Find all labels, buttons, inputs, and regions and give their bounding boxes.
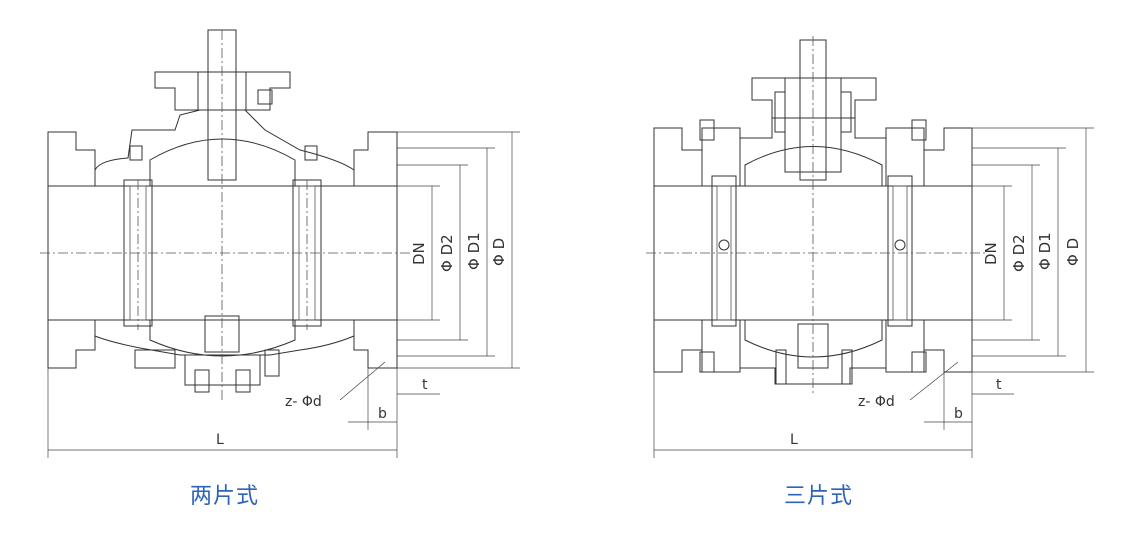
dn-label: DN: [982, 242, 1000, 265]
d-label: Φ D: [490, 238, 508, 266]
right-flange-bottom: [923, 319, 973, 373]
d2-label: Φ D2: [1010, 234, 1028, 272]
bottom-trunnion: [204, 315, 240, 353]
left-seat: [711, 175, 737, 327]
ball-bottom: [744, 319, 883, 358]
body-bottom: [94, 319, 355, 356]
left-flange: [47, 131, 96, 187]
two-piece-caption: 两片式: [190, 484, 260, 509]
t-label: t: [996, 377, 1002, 393]
two-piece-valve-drawing: DN Φ D2 Φ D1 Φ D z- Φd t b L: [40, 29, 520, 458]
ball-bottom: [149, 319, 296, 357]
bolt-label: z- Φd: [285, 394, 322, 410]
dn-label: DN: [410, 242, 428, 265]
three-piece-valve-drawing: DN Φ D2 Φ D1 Φ D z- Φd t b L: [646, 36, 1094, 458]
body-top: [94, 109, 355, 187]
right-flange: [923, 127, 973, 187]
ball: [744, 146, 883, 187]
left-flange: [653, 127, 703, 187]
right-seat: [887, 175, 913, 327]
bottom-cover: [184, 354, 261, 386]
d1-label: Φ D1: [1036, 232, 1054, 270]
right-flange-bottom: [353, 319, 398, 369]
ball: [149, 138, 296, 187]
left-flange-bottom: [653, 319, 703, 373]
t-label: t: [422, 377, 428, 393]
three-piece-caption: 三片式: [784, 484, 854, 509]
dimension-lines: [47, 131, 520, 458]
b-label: b: [954, 406, 963, 422]
l-label: L: [790, 432, 798, 448]
right-flange: [353, 131, 398, 187]
left-flange-bottom: [47, 319, 96, 369]
bolt-label: z- Φd: [858, 394, 895, 410]
d1-label: Φ D1: [465, 232, 483, 270]
b-label: b: [378, 406, 387, 422]
top-mount-flange: [154, 71, 291, 111]
dimension-lines: [653, 127, 1094, 458]
l-label: L: [216, 432, 224, 448]
d2-label: Φ D2: [438, 234, 456, 272]
top-mount-flange: [751, 77, 877, 119]
d-label: Φ D: [1064, 238, 1082, 266]
